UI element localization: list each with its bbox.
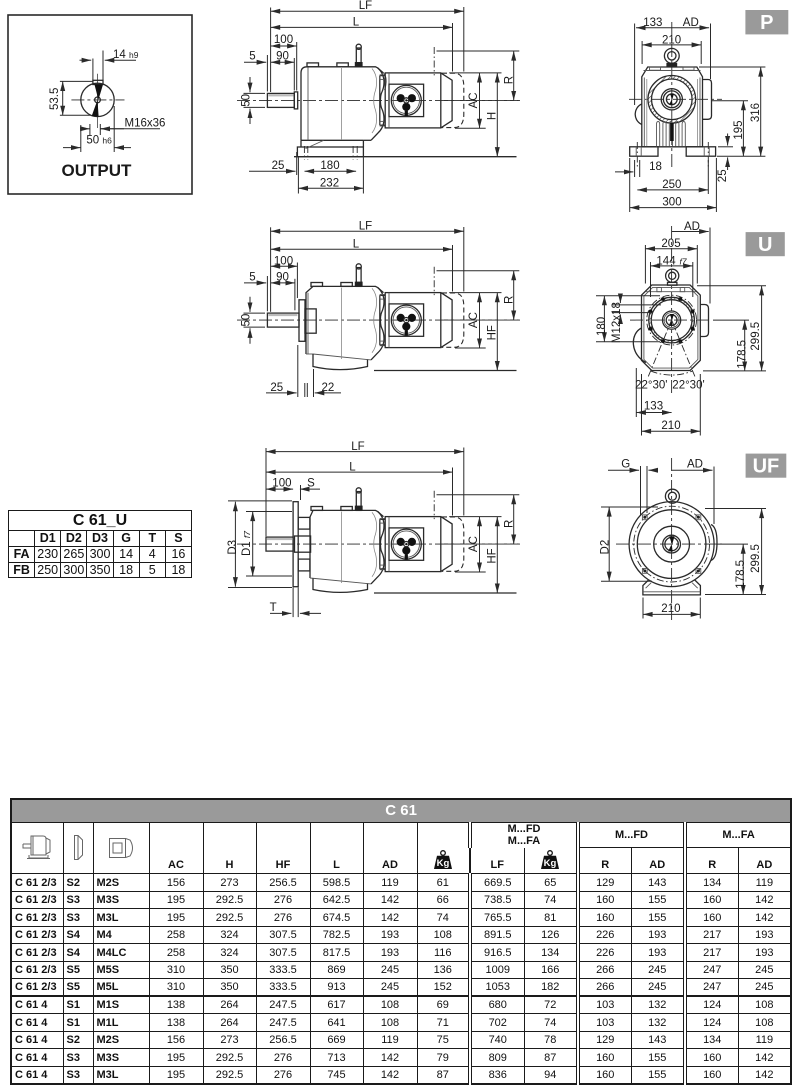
svg-text:180: 180	[320, 160, 339, 172]
svg-text:144: 144	[656, 255, 676, 267]
svg-text:300: 300	[662, 197, 681, 209]
svg-text:50: 50	[240, 314, 252, 327]
svg-text:299.5: 299.5	[750, 322, 762, 351]
svg-text:178.5: 178.5	[735, 560, 747, 589]
svg-text:D1 f7: D1 f7	[241, 531, 253, 556]
svg-text:AD: AD	[687, 458, 703, 470]
svg-text:22°30': 22°30'	[635, 380, 667, 392]
svg-text:L: L	[353, 16, 360, 28]
svg-text:M12x18: M12x18	[611, 302, 623, 343]
svg-text:H: H	[486, 112, 498, 120]
svg-text:50: 50	[240, 94, 252, 107]
svg-text:100: 100	[274, 34, 293, 46]
svg-text:R: R	[504, 296, 516, 304]
svg-text:HF: HF	[486, 548, 498, 563]
svg-text:22: 22	[322, 382, 335, 394]
svg-text:90: 90	[276, 51, 289, 63]
svg-text:G: G	[621, 458, 630, 470]
svg-text:100: 100	[274, 255, 293, 267]
svg-text:90: 90	[276, 272, 289, 284]
svg-text:L: L	[349, 461, 356, 473]
svg-text:Kg: Kg	[436, 858, 449, 869]
svg-text:205: 205	[661, 238, 680, 250]
svg-text:180: 180	[596, 317, 608, 336]
svg-text:50 h6: 50 h6	[86, 135, 112, 147]
svg-text:LF: LF	[359, 0, 372, 12]
svg-text:R: R	[504, 520, 516, 528]
svg-text:R: R	[504, 76, 516, 84]
svg-text:250: 250	[662, 179, 681, 191]
svg-text:210: 210	[661, 420, 680, 432]
svg-text:LF: LF	[351, 441, 364, 453]
svg-text:22°30': 22°30'	[672, 380, 704, 392]
svg-text:T: T	[270, 602, 277, 614]
svg-text:53.5: 53.5	[49, 88, 61, 110]
svg-text:f7: f7	[679, 256, 686, 266]
svg-text:AD: AD	[683, 17, 699, 29]
svg-text:U: U	[758, 234, 772, 256]
svg-text:S: S	[307, 478, 315, 490]
svg-text:D3: D3	[227, 540, 239, 555]
svg-text:133: 133	[643, 17, 662, 29]
svg-text:M16x36: M16x36	[125, 118, 166, 130]
svg-text:210: 210	[662, 34, 681, 46]
svg-text:18: 18	[649, 161, 662, 173]
svg-text:100: 100	[272, 478, 291, 490]
svg-text:299.5: 299.5	[750, 544, 762, 573]
svg-text:14 h9: 14 h9	[113, 49, 139, 61]
svg-text:178.5: 178.5	[737, 340, 749, 369]
svg-text:316: 316	[750, 103, 762, 122]
svg-text:133: 133	[644, 401, 663, 413]
svg-text:OUTPUT: OUTPUT	[62, 161, 133, 180]
svg-text:25: 25	[270, 382, 283, 394]
svg-text:232: 232	[320, 177, 339, 189]
svg-text:P: P	[760, 12, 773, 34]
svg-text:UF: UF	[753, 456, 780, 478]
svg-text:5: 5	[249, 51, 255, 63]
svg-text:LF: LF	[359, 220, 372, 232]
svg-text:5: 5	[249, 272, 255, 284]
svg-text:25: 25	[717, 169, 729, 182]
svg-text:25: 25	[272, 160, 285, 172]
svg-text:AD: AD	[684, 221, 700, 233]
svg-text:Kg: Kg	[544, 858, 557, 869]
svg-text:HF: HF	[486, 325, 498, 340]
svg-text:L: L	[353, 238, 360, 250]
svg-text:195: 195	[733, 120, 745, 139]
svg-text:210: 210	[661, 603, 680, 615]
svg-text:D2: D2	[600, 540, 612, 555]
